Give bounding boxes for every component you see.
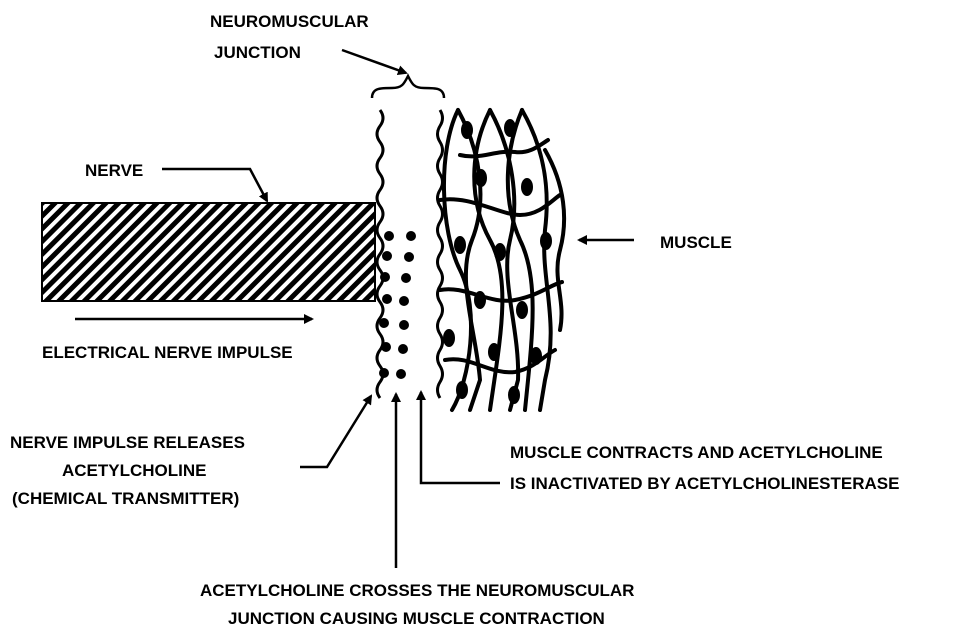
acetylcholine-molecules	[379, 231, 416, 379]
release-arrow	[300, 396, 371, 467]
crosses-label-line2: JUNCTION CAUSING MUSCLE CONTRACTION	[228, 609, 605, 628]
release-label-line1: NERVE IMPULSE RELEASES	[10, 433, 245, 452]
impulse-label: ELECTRICAL NERVE IMPULSE	[42, 343, 293, 362]
contract-label-line1: MUSCLE CONTRACTS AND ACETYLCHOLINE	[510, 443, 883, 462]
junction-label-arrow	[342, 50, 406, 73]
nmj-label-line2: JUNCTION	[214, 43, 301, 62]
postsynaptic-membrane	[438, 110, 443, 398]
nerve-label-arrow	[162, 169, 267, 201]
release-label-line3: (CHEMICAL TRANSMITTER)	[12, 489, 239, 508]
release-label-line2: ACETYLCHOLINE	[62, 461, 207, 480]
crosses-label-line1: ACETYLCHOLINE CROSSES THE NEUROMUSCULAR	[200, 581, 634, 600]
contract-label-line2: IS INACTIVATED BY ACETYLCHOLINESTERASE	[510, 474, 899, 493]
presynaptic-membrane	[377, 110, 383, 398]
contract-arrow	[421, 392, 500, 483]
nmj-label-line1: NEUROMUSCULAR	[210, 12, 369, 31]
muscle-label: MUSCLE	[660, 233, 732, 252]
junction-brace	[372, 76, 444, 98]
nerve-label: NERVE	[85, 161, 143, 180]
nerve-fiber	[42, 203, 375, 301]
